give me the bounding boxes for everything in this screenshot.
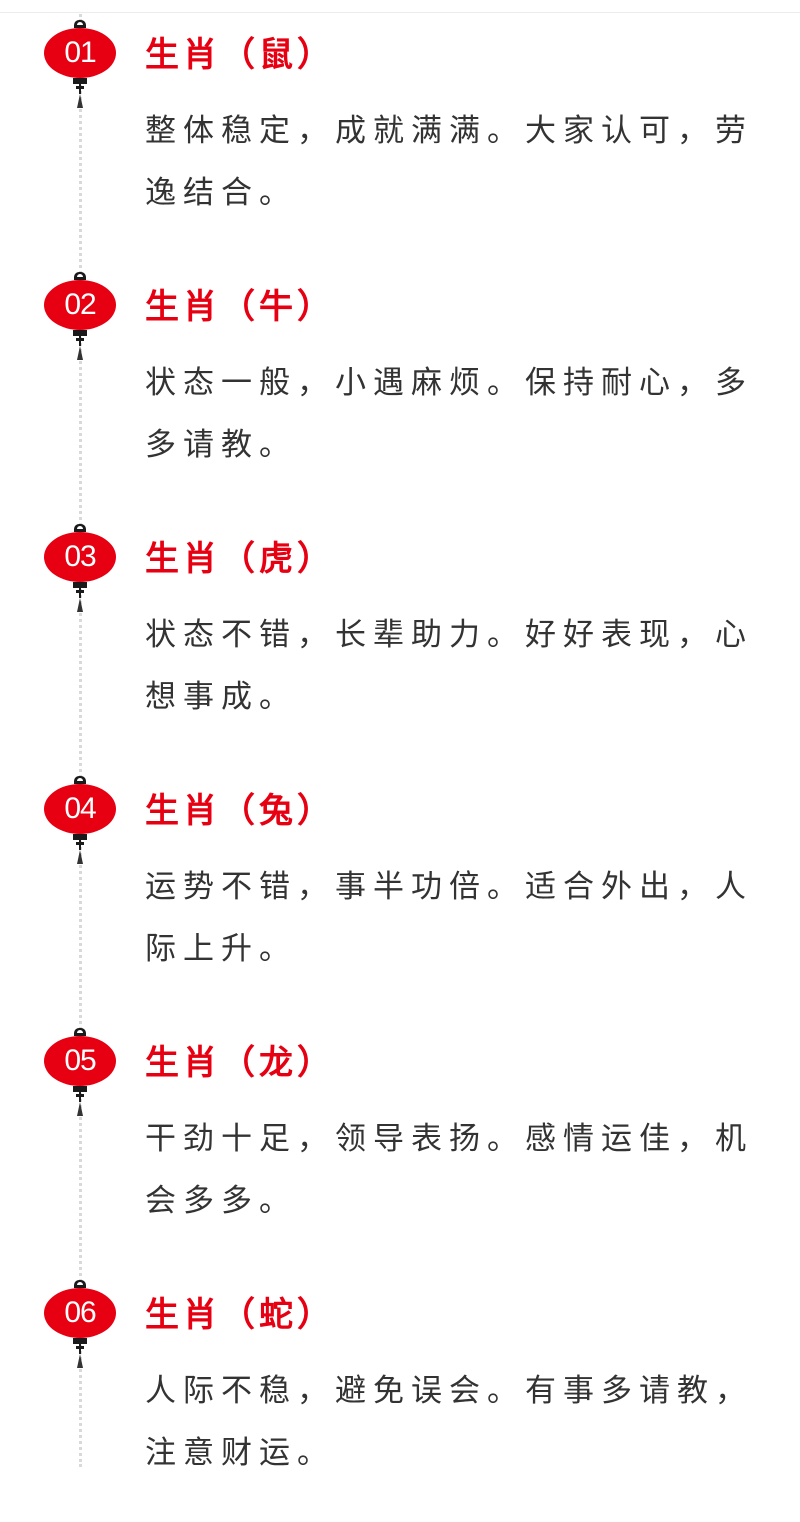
zodiac-entry-snake: 06 生肖（蛇） 人际不稳，避免误会。有事多请教，注意财运。: [0, 1270, 800, 1522]
entry-description: 状态一般，小遇麻烦。保持耐心，多多请教。: [145, 365, 753, 463]
zodiac-entry-tiger: 03 生肖（虎） 状态不错，长辈助力。好好表现，心想事成。: [0, 514, 800, 766]
lantern-tassel: [77, 850, 83, 864]
entry-title: 生肖（牛）: [145, 287, 335, 327]
entry-description: 运势不错，事半功倍。适合外出，人际上升。: [145, 869, 753, 967]
entry-description: 整体稳定，成就满满。大家认可，劳逸结合。: [145, 113, 753, 211]
lantern-cap: [74, 20, 86, 28]
top-divider: [0, 12, 800, 13]
lantern-knot: [76, 590, 84, 593]
lantern-cap: [74, 1028, 86, 1036]
lantern-stem: [79, 84, 81, 94]
zodiac-entry-rat: 01 生肖（鼠） 整体稳定，成就满满。大家认可，劳逸结合。: [0, 10, 800, 262]
lantern-base: [73, 1338, 87, 1344]
lantern-base: [73, 582, 87, 588]
zodiac-entry-ox: 02 生肖（牛） 状态一般，小遇麻烦。保持耐心，多多请教。: [0, 262, 800, 514]
lantern-number-badge: 04: [44, 784, 116, 834]
lantern-cap: [74, 1280, 86, 1288]
lantern-knot: [76, 1094, 84, 1097]
entry-description: 人际不稳，避免误会。有事多请教，注意财运。: [145, 1373, 753, 1471]
lantern-icon: 06: [44, 1280, 116, 1380]
lantern-base: [73, 834, 87, 840]
lantern-knot: [76, 842, 84, 845]
lantern-icon: 02: [44, 272, 116, 372]
lantern-cap: [74, 524, 86, 532]
entry-title: 生肖（兔）: [145, 791, 335, 831]
lantern-cap: [74, 272, 86, 280]
lantern-number-badge: 06: [44, 1288, 116, 1338]
lantern-base: [73, 78, 87, 84]
lantern-cap: [74, 776, 86, 784]
lantern-icon: 04: [44, 776, 116, 876]
lantern-base: [73, 330, 87, 336]
timeline-dotted-line: [79, 14, 82, 1467]
lantern-tassel: [77, 346, 83, 360]
lantern-number-badge: 03: [44, 532, 116, 582]
lantern-knot: [76, 1346, 84, 1349]
lantern-icon: 01: [44, 20, 116, 120]
lantern-tassel: [77, 598, 83, 612]
entry-description: 状态不错，长辈助力。好好表现，心想事成。: [145, 617, 753, 715]
entry-title: 生肖（虎）: [145, 539, 335, 579]
zodiac-entry-rabbit: 04 生肖（兔） 运势不错，事半功倍。适合外出，人际上升。: [0, 766, 800, 1018]
lantern-base: [73, 1086, 87, 1092]
entry-title: 生肖（鼠）: [145, 35, 335, 75]
lantern-stem: [79, 1344, 81, 1354]
lantern-stem: [79, 840, 81, 850]
lantern-stem: [79, 1092, 81, 1102]
lantern-number-badge: 02: [44, 280, 116, 330]
lantern-stem: [79, 336, 81, 346]
lantern-tassel: [77, 1102, 83, 1116]
entry-title: 生肖（龙）: [145, 1043, 335, 1083]
lantern-icon: 05: [44, 1028, 116, 1128]
entry-description: 干劲十足，领导表扬。感情运佳，机会多多。: [145, 1121, 753, 1219]
lantern-knot: [76, 86, 84, 89]
lantern-stem: [79, 588, 81, 598]
lantern-tassel: [77, 1354, 83, 1368]
lantern-number-badge: 01: [44, 28, 116, 78]
entry-title: 生肖（蛇）: [145, 1295, 335, 1335]
zodiac-entry-dragon: 05 生肖（龙） 干劲十足，领导表扬。感情运佳，机会多多。: [0, 1018, 800, 1270]
lantern-icon: 03: [44, 524, 116, 624]
lantern-knot: [76, 338, 84, 341]
lantern-tassel: [77, 94, 83, 108]
lantern-number-badge: 05: [44, 1036, 116, 1086]
